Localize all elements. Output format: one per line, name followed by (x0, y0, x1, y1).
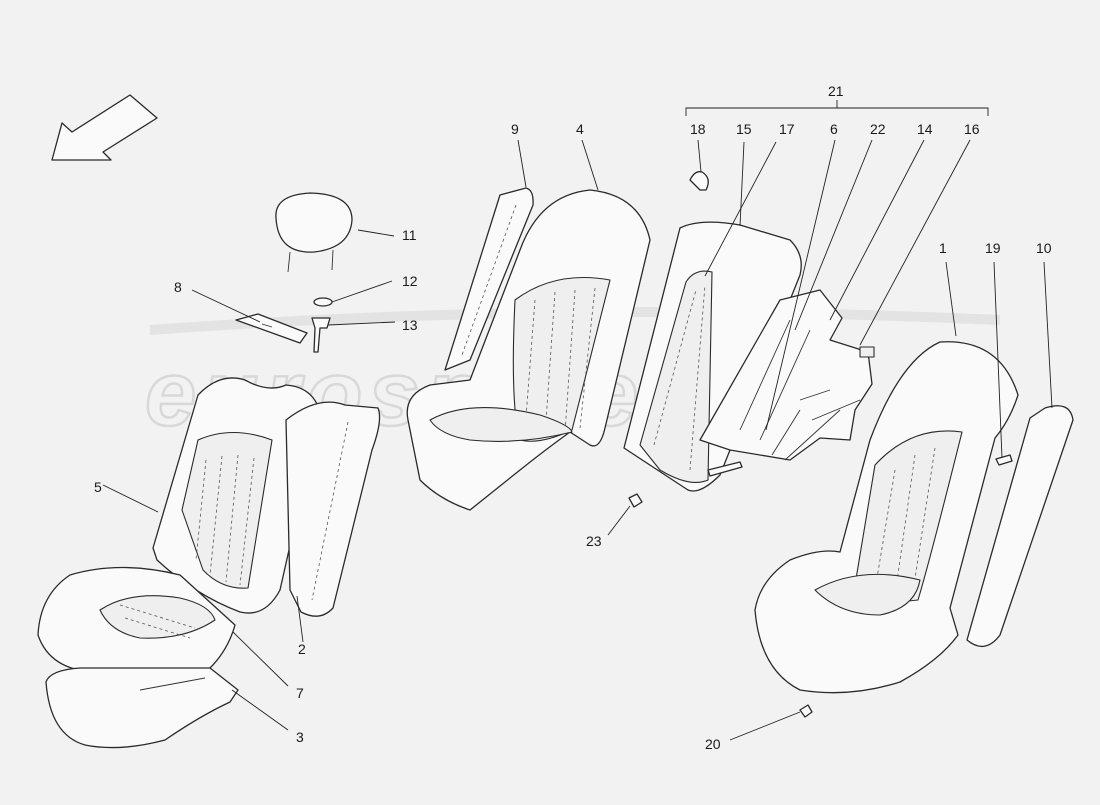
callout-22: 22 (870, 121, 886, 137)
headrest-guide (311, 317, 331, 353)
bolt (799, 704, 813, 718)
headrest-bushing (313, 297, 333, 307)
left-backrest (152, 377, 321, 614)
trim-plate (235, 313, 308, 344)
callout-2: 2 (298, 641, 306, 657)
group-bracket (685, 100, 989, 116)
headrest (275, 192, 353, 273)
callout-5: 5 (94, 479, 102, 495)
callout-13: 13 (402, 317, 418, 333)
callout-17: 17 (779, 121, 795, 137)
right-trim-panel (966, 405, 1074, 647)
callout-21: 21 (828, 83, 844, 99)
callout-12: 12 (402, 273, 418, 289)
pin-rod (707, 461, 743, 477)
callout-10: 10 (1036, 240, 1052, 256)
seat-mechanism (699, 289, 875, 461)
callout-9: 9 (511, 121, 519, 137)
callout-15: 15 (736, 121, 752, 137)
callout-6: 6 (830, 121, 838, 137)
callout-18: 18 (690, 121, 706, 137)
backrest-frame (623, 221, 802, 492)
callout-8: 8 (174, 279, 182, 295)
clip (689, 171, 709, 191)
callout-20: 20 (705, 736, 721, 752)
callout-19: 19 (985, 240, 1001, 256)
left-seat-cushion (37, 566, 236, 675)
callout-23: 23 (586, 533, 602, 549)
callout-11: 11 (402, 227, 417, 243)
callout-4: 4 (576, 121, 584, 137)
callout-labels: 11 12 13 8 5 2 7 3 9 4 18 15 17 6 22 14 … (94, 83, 1052, 752)
callout-3: 3 (296, 729, 304, 745)
left-side-cover (285, 401, 381, 617)
fastener (995, 454, 1013, 466)
callout-7: 7 (296, 685, 304, 701)
right-seat (754, 341, 1019, 694)
pin (628, 493, 643, 508)
direction-arrow-icon (51, 94, 158, 161)
outer-trim-panel (444, 187, 534, 371)
left-seat-base (45, 667, 239, 749)
callout-16: 16 (964, 121, 980, 137)
center-seat (406, 189, 651, 511)
leader-lines (102, 139, 1053, 741)
callout-1: 1 (939, 240, 947, 256)
callout-14: 14 (917, 121, 933, 137)
